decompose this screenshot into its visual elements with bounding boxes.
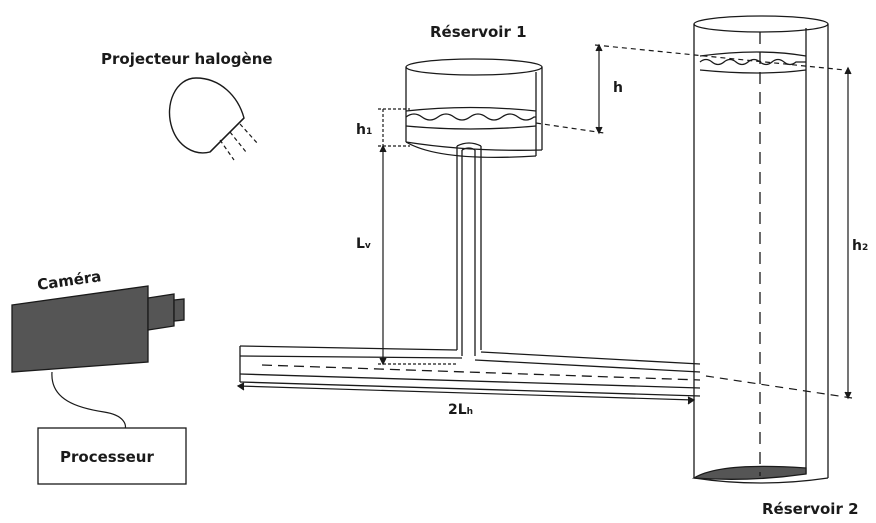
water-bottom [691,465,807,480]
processor-label: Processeur [60,448,154,466]
reservoir-1 [405,58,543,159]
reservoir2-label: Réservoir 2 [762,500,859,518]
lv-dimension [378,144,456,366]
halogen-projector [168,77,259,161]
vertical-tube [456,142,482,356]
projector-label: Projecteur halogène [101,50,273,68]
h1-label: h1 [356,122,372,138]
reservoir1-label: Réservoir 1 [430,23,527,41]
camera [11,285,185,373]
2lh-label: 2Lh [448,402,473,418]
h2-label: h2 [852,238,868,254]
h2-dimension [705,66,853,400]
h-dimension [535,43,846,135]
water-surface-1 [405,113,536,121]
reservoir-2 [691,15,829,484]
h-label: h [613,80,623,96]
camera-cable [51,371,126,433]
2lh-dimension [236,382,696,405]
horizontal-tube [239,345,701,397]
light-rays [219,123,259,161]
h1-dimension [378,108,410,147]
lv-label: Lv [356,236,371,252]
water-surface-2 [699,58,806,66]
processor-box [37,427,187,485]
camera-label: Caméra [36,267,102,294]
